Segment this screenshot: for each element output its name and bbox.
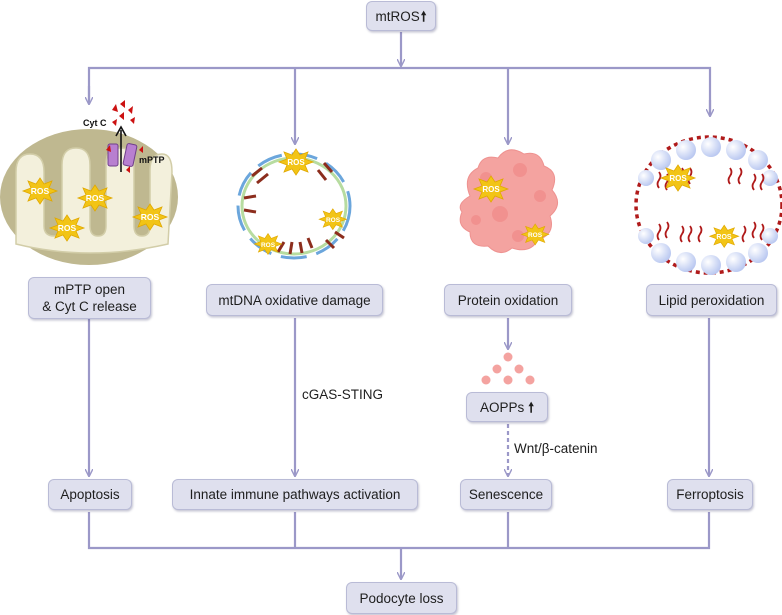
mtros-label: mtROS bbox=[375, 8, 420, 24]
ros-label: ROS bbox=[528, 232, 543, 239]
apoptosis-node: Apoptosis bbox=[48, 479, 132, 510]
innate-immune-node: Innate immune pathways activation bbox=[172, 479, 418, 510]
mtdna-node: mtDNA oxidative damage bbox=[206, 284, 383, 316]
aopps-label: AOPPs bbox=[479, 399, 525, 415]
ros-label: ROS bbox=[482, 185, 500, 194]
ros-label: ROS bbox=[261, 242, 276, 249]
aopps-dots bbox=[481, 352, 535, 385]
aopps-node: AOPPs🠕 bbox=[466, 392, 548, 422]
mtdna-illustration: ROS ROS ROS bbox=[236, 148, 352, 260]
ros-label: ROS bbox=[669, 174, 687, 183]
ros-label: ROS bbox=[31, 186, 50, 196]
mitochondrion-illustration: ROS ROS ROS ROS Cyt C mPTP bbox=[0, 100, 178, 265]
ferroptosis-node: Ferroptosis bbox=[667, 479, 753, 510]
cyt-c-label: Cyt C bbox=[83, 118, 107, 128]
protein-oxidation-node: Protein oxidation bbox=[444, 284, 572, 316]
cgas-sting-label: cGAS-STING bbox=[302, 387, 384, 402]
mptp-node: mPTP open & Cyt C release bbox=[28, 277, 151, 319]
senescence-node: Senescence bbox=[460, 479, 552, 510]
connectors bbox=[89, 32, 710, 579]
ros-label: ROS bbox=[716, 234, 732, 241]
protein-illustration: ROS ROS bbox=[459, 149, 558, 253]
lipid-peroxidation-node: Lipid peroxidation bbox=[646, 284, 777, 316]
up-arrow-icon: 🠕 bbox=[528, 399, 535, 415]
ros-label: ROS bbox=[287, 158, 305, 167]
ros-label: ROS bbox=[58, 223, 77, 233]
podocyte-loss-node: Podocyte loss bbox=[346, 582, 457, 614]
lipid-membrane-illustration: ROS ROS bbox=[634, 135, 782, 275]
ros-label: ROS bbox=[86, 193, 105, 203]
ros-label: ROS bbox=[326, 217, 341, 224]
up-arrow-icon: 🠕 bbox=[420, 8, 427, 24]
mptp-label: mPTP bbox=[139, 155, 165, 165]
mtros-node: mtROS🠕 bbox=[366, 1, 436, 31]
wnt-beta-catenin-label: Wnt/β-catenin bbox=[514, 441, 598, 456]
ros-label: ROS bbox=[141, 212, 160, 222]
